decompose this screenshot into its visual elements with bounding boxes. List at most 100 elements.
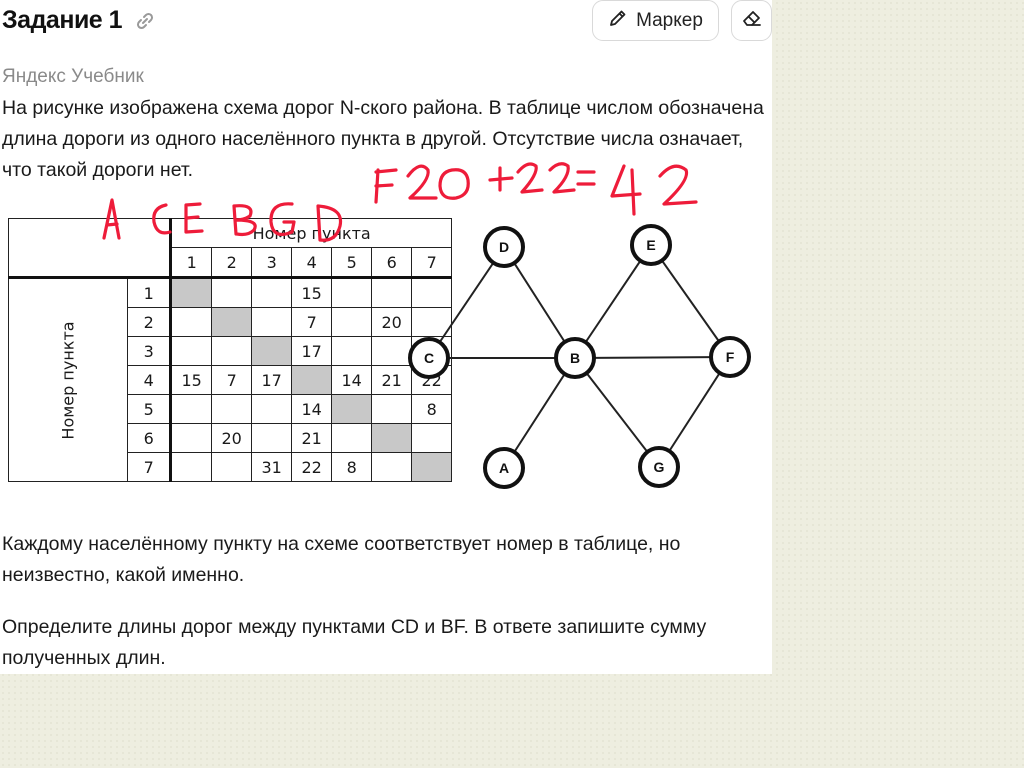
graph-edge	[574, 357, 660, 468]
marker-button[interactable]: Маркер	[592, 0, 719, 41]
table-cell	[170, 394, 213, 424]
table-cell: 14	[291, 394, 333, 424]
table-row-number: 2	[127, 307, 173, 337]
graph-edge	[428, 246, 505, 359]
link-icon[interactable]	[134, 10, 156, 32]
graph-node-label: B	[570, 350, 580, 366]
graph-node: G	[638, 446, 680, 488]
table-cell: 7	[291, 307, 333, 337]
table-cell: 21	[371, 365, 413, 395]
table-corner	[7, 218, 173, 279]
table-column-number: 4	[291, 247, 333, 279]
table-cell: 17	[251, 365, 293, 395]
graph-node: B	[554, 337, 596, 379]
pencil-icon	[608, 8, 628, 34]
table-row-header-label: Номер пункта	[58, 320, 78, 440]
table-column-number: 1	[170, 247, 213, 279]
table-cell: 17	[291, 336, 333, 366]
table-row: 5 14 8	[9, 394, 453, 424]
task-header: Задание 1 Маркер	[0, 0, 772, 44]
table-cell	[211, 452, 253, 482]
table-cell	[251, 336, 293, 366]
table-cell	[170, 336, 213, 366]
graph-edge	[574, 244, 652, 359]
table-row-number: 6	[127, 423, 173, 453]
graph-node-label: E	[646, 237, 655, 253]
table-cell	[331, 277, 373, 308]
table-cell	[251, 423, 293, 453]
table-cell: 15	[291, 277, 333, 308]
table-row-number: 3	[127, 336, 173, 366]
table-cell: 20	[211, 423, 253, 453]
graph-node-label: F	[726, 349, 735, 365]
table-row-number: 5	[127, 394, 173, 424]
table-cell	[331, 394, 373, 424]
task-intro-text: На рисунке изображена схема дорог N-ског…	[2, 97, 764, 181]
table-cell: 22	[291, 452, 333, 482]
graph-edge	[574, 356, 731, 359]
table-cell: 7	[211, 365, 253, 395]
graph-edge	[650, 244, 731, 358]
table-cell	[251, 307, 293, 337]
graph-edge	[658, 356, 731, 468]
eraser-icon	[741, 7, 763, 34]
graph-node-label: D	[499, 239, 509, 255]
table-cell	[331, 423, 373, 453]
table-cell	[411, 277, 453, 308]
graph-edge	[503, 246, 576, 359]
table-cell: 14	[331, 365, 373, 395]
graph-node-label: G	[654, 459, 665, 475]
table-cell	[170, 423, 213, 453]
graph-node: E	[630, 224, 672, 266]
table-cell	[211, 307, 253, 337]
task-note-text: Каждому населённому пункту на схеме соот…	[2, 533, 681, 586]
source-label: Яндекс Учебник	[2, 66, 144, 87]
table-row-number: 1	[127, 277, 173, 308]
table-cell	[371, 394, 413, 424]
table-cell: 15	[170, 365, 213, 395]
table-column-number: 5	[331, 247, 373, 279]
table-row-number: 4	[127, 365, 173, 395]
table-column-number: 6	[371, 247, 413, 279]
road-graph: D E C B F A G	[408, 224, 751, 489]
table-row: Номер пункта 1 15	[7, 277, 453, 482]
graph-node: C	[408, 337, 450, 379]
table-cell	[211, 336, 253, 366]
table-cell	[291, 365, 333, 395]
table-cell: 8	[331, 452, 373, 482]
graph-node: A	[483, 447, 525, 489]
table-row-number: 7	[127, 452, 173, 482]
task-card: Задание 1 Маркер	[0, 0, 772, 674]
table-cell	[331, 307, 373, 337]
table-column-number: 3	[251, 247, 293, 279]
table-cell: 8	[411, 394, 453, 424]
table-cell	[251, 277, 293, 308]
table-cell	[170, 277, 213, 308]
graph-node: D	[483, 226, 525, 268]
table-column-number: 7	[411, 247, 453, 279]
graph-node: F	[709, 336, 751, 378]
graph-node-label: C	[424, 350, 434, 366]
table-cell	[211, 277, 253, 308]
table-column-number: 2	[211, 247, 253, 279]
graph-edge	[503, 357, 576, 469]
table-cell	[170, 307, 213, 337]
eraser-button[interactable]	[731, 0, 772, 41]
table-cell	[411, 452, 453, 482]
task-title: Задание 1	[2, 6, 123, 34]
table-cell	[170, 452, 213, 482]
table-cell	[371, 423, 413, 453]
table-cell: 31	[251, 452, 293, 482]
marker-button-label: Маркер	[636, 9, 703, 31]
graph-node-label: A	[499, 460, 509, 476]
table-cell: 20	[371, 307, 413, 337]
table-cell	[331, 336, 373, 366]
task-question-text: Определите длины дорог между пунктами CD…	[2, 616, 707, 669]
table-cell	[211, 394, 253, 424]
table-cell	[251, 394, 293, 424]
table-cell: 21	[291, 423, 333, 453]
